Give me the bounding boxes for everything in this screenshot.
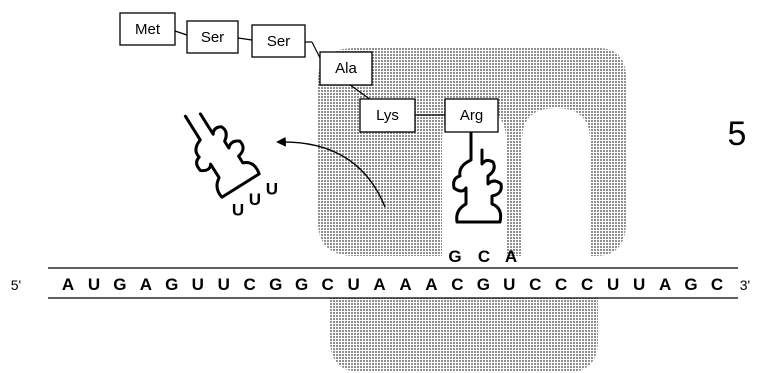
trna-released: U U U (183, 112, 278, 219)
mrna-base: C (451, 275, 463, 294)
mrna-base: A (425, 275, 437, 294)
mrna-base: C (581, 275, 593, 294)
exit-arrow (276, 136, 386, 208)
amino-acid-chain: Met Ser Ser Ala Lys Arg (119, 12, 499, 133)
amino-acid-label: Met (135, 21, 161, 38)
mrna-base: A (62, 275, 74, 294)
mrna-base: G (477, 275, 490, 294)
mrna-base: U (192, 275, 204, 294)
amino-acid-ala: Ala (319, 51, 373, 86)
mrna-base: G (165, 275, 178, 294)
mrna-base: C (321, 275, 333, 294)
anticodon-base: A (505, 247, 517, 266)
anticodon-base: U (266, 179, 278, 198)
mrna-base: U (88, 275, 100, 294)
mrna-3prime-label: 3' (740, 277, 750, 293)
mrna-base: C (244, 275, 256, 294)
anticodon-base: U (249, 190, 261, 209)
amino-acid-label: Arg (460, 107, 483, 124)
amino-acid-met: Met (119, 12, 176, 46)
mrna-base: U (633, 275, 645, 294)
ribosome (318, 48, 626, 372)
mrna-base: U (607, 275, 619, 294)
trna-bound (452, 131, 503, 224)
anticodon-base: G (448, 247, 461, 266)
trna-bound-anticodon: G C A (448, 247, 517, 266)
mrna-base: U (503, 275, 515, 294)
mrna-base: A (399, 275, 411, 294)
mrna-base: A (140, 275, 152, 294)
ribosome-a-site-cavity (522, 108, 590, 262)
amino-acid-label: Ala (335, 60, 357, 77)
mrna-base: C (529, 275, 541, 294)
mrna-base: U (218, 275, 230, 294)
anticodon-base: U (232, 200, 244, 219)
amino-acid-label: Ser (267, 33, 290, 50)
mrna-base: A (373, 275, 385, 294)
mrna-base: G (295, 275, 308, 294)
figure-number: 5 (728, 115, 747, 153)
amino-acid-arg: Arg (444, 98, 499, 133)
mrna-5prime-label: 5' (11, 277, 21, 293)
amino-acid-label: Ser (201, 29, 224, 46)
amino-acid-label: Lys (376, 107, 399, 124)
mrna-base: G (684, 275, 697, 294)
amino-acid-ser-1: Ser (186, 20, 239, 54)
mrna-base: C (555, 275, 567, 294)
mrna-base: A (659, 275, 671, 294)
peptide-bonds (174, 30, 445, 116)
mrna-base: C (711, 275, 723, 294)
anticodon-base: C (478, 247, 490, 266)
ribosome-small-subunit (330, 298, 598, 372)
mrna-base: U (347, 275, 359, 294)
mrna-base: G (269, 275, 282, 294)
mrna-base: G (113, 275, 126, 294)
amino-acid-lys: Lys (359, 98, 416, 133)
amino-acid-ser-2: Ser (251, 24, 306, 58)
